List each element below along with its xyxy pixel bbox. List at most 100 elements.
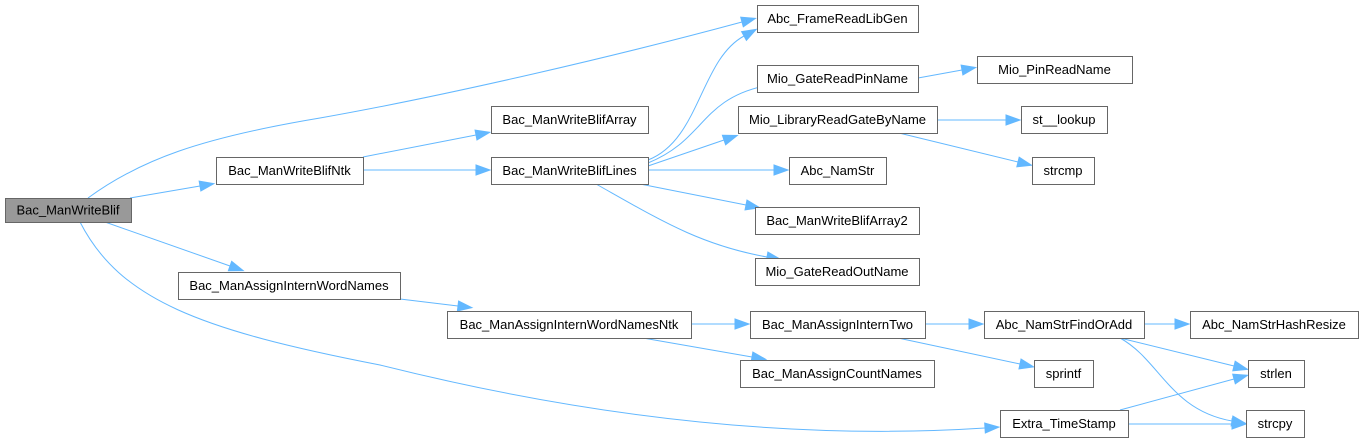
arrowhead-icon — [1232, 373, 1249, 385]
edge-Bac_ManWriteBlifLines-to-Bac_ManWriteBlifArray2 — [639, 183, 762, 211]
edge-line — [399, 298, 459, 307]
node-box — [1034, 360, 1094, 388]
edge-line — [917, 69, 963, 79]
node-box — [447, 311, 692, 339]
edge-Bac_ManWriteBlif-to-Bac_ManWriteBlifNtk — [129, 180, 216, 199]
function-node[interactable]: Bac_ManWriteBlifLines — [491, 157, 649, 185]
node-label: Bac_ManAssignInternTwo — [762, 317, 913, 332]
function-node[interactable]: Mio_GateReadPinName — [757, 65, 919, 93]
nodes-layer: Bac_ManWriteBlif Abc_FrameReadLibGenMio_G… — [5, 5, 1359, 438]
edge-Abc_NamStrFindOrAdd-to-Abc_NamStrHashResize — [1144, 318, 1191, 330]
node-label: Extra_TimeStamp — [1012, 416, 1116, 431]
node-box — [984, 311, 1145, 339]
node-box — [750, 311, 926, 339]
root-node[interactable]: Bac_ManWriteBlif — [5, 198, 132, 223]
node-label: Bac_ManAssignInternWordNames — [189, 278, 389, 293]
node-label: strcpy — [1258, 416, 1293, 431]
arrowhead-icon — [968, 318, 985, 330]
function-node[interactable]: Abc_NamStr — [789, 157, 887, 185]
node-label: Bac_ManAssignInternWordNamesNtk — [460, 317, 679, 332]
node-label: Bac_ManWriteBlifArray — [502, 112, 637, 127]
node-box — [740, 360, 935, 388]
edge-Bac_ManAssignInternWordNames-to-Bac_ManAssignInternWordNamesNtk — [399, 298, 474, 312]
arrowhead-icon — [960, 64, 978, 76]
arrowhead-icon — [984, 422, 1001, 434]
edge-line — [639, 183, 747, 206]
arrowhead-icon — [456, 300, 474, 312]
edge-Extra_TimeStamp-to-strlen — [1119, 373, 1249, 411]
edge-Bac_ManWriteBlifLines-to-Abc_FrameReadLibGen — [647, 28, 758, 161]
function-node[interactable]: Abc_NamStrFindOrAdd — [984, 311, 1145, 339]
node-box — [1032, 157, 1095, 185]
node-label: Bac_ManAssignCountNames — [752, 366, 922, 381]
edge-Bac_ManAssignInternTwo-to-sprintf — [897, 337, 1036, 370]
edge-Bac_ManWriteBlifLines-to-Mio_GateReadOutName — [595, 183, 783, 263]
function-node[interactable]: Bac_ManWriteBlifArray2 — [755, 207, 920, 235]
function-node[interactable]: Bac_ManWriteBlifArray — [491, 106, 649, 134]
edge-line — [1119, 337, 1233, 422]
node-label: Mio_PinReadName — [998, 62, 1111, 77]
edge-line — [897, 337, 1021, 365]
edge-line — [87, 21, 743, 199]
function-node[interactable]: strcmp — [1032, 157, 1095, 185]
edge-Mio_GateReadPinName-to-Mio_PinReadName — [917, 64, 978, 79]
node-label: st__lookup — [1033, 112, 1096, 127]
function-node[interactable]: strlen — [1248, 360, 1305, 388]
edge-Bac_ManWriteBlif-to-Bac_ManAssignInternWordNames — [104, 221, 245, 272]
arrowhead-icon — [721, 134, 739, 146]
function-node[interactable]: Bac_ManAssignCountNames — [740, 360, 935, 388]
node-box — [1248, 360, 1305, 388]
arrowhead-icon — [773, 164, 790, 176]
edge-line — [647, 139, 725, 167]
node-box — [1000, 410, 1129, 438]
function-node[interactable]: Bac_ManAssignInternWordNamesNtk — [447, 311, 692, 339]
edge-line — [104, 221, 231, 267]
function-node[interactable]: Mio_PinReadName — [977, 56, 1133, 84]
edge-Bac_ManWriteBlif-to-Extra_TimeStamp — [79, 221, 1001, 434]
arrowhead-icon — [1005, 114, 1022, 126]
node-box — [5, 198, 132, 223]
edge-line — [642, 337, 753, 358]
node-box — [755, 258, 920, 286]
node-box — [491, 106, 649, 134]
arrowhead-icon — [740, 28, 758, 42]
arrowhead-icon — [1016, 156, 1034, 168]
function-node[interactable]: Abc_NamStrHashResize — [1190, 311, 1359, 339]
edge-Abc_NamStrFindOrAdd-to-strcpy — [1119, 337, 1248, 427]
edge-line — [1119, 378, 1235, 411]
node-box — [757, 5, 919, 33]
node-box — [1021, 106, 1108, 134]
node-label: Bac_ManWriteBlifArray2 — [766, 213, 907, 228]
node-box — [491, 157, 649, 185]
function-node[interactable]: strcpy — [1246, 410, 1305, 438]
function-node[interactable]: Extra_TimeStamp — [1000, 410, 1129, 438]
arrowhead-icon — [734, 318, 751, 330]
function-node[interactable]: sprintf — [1034, 360, 1094, 388]
edge-Extra_TimeStamp-to-strcpy — [1128, 418, 1248, 430]
node-label: Abc_FrameReadLibGen — [767, 11, 907, 26]
arrowhead-icon — [740, 16, 757, 28]
node-box — [178, 272, 401, 300]
arrowhead-icon — [1174, 318, 1191, 330]
arrowhead-icon — [198, 180, 216, 192]
node-box — [755, 207, 920, 235]
node-box — [1190, 311, 1359, 339]
function-node[interactable]: Bac_ManAssignInternWordNames — [178, 272, 401, 300]
function-node[interactable]: Mio_GateReadOutName — [755, 258, 920, 286]
arrowhead-icon — [1232, 360, 1250, 372]
edge-Bac_ManAssignInternTwo-to-Abc_NamStrFindOrAdd — [925, 318, 985, 330]
function-node[interactable]: Bac_ManWriteBlifNtk — [216, 157, 364, 185]
function-node[interactable]: Mio_LibraryReadGateByName — [738, 106, 938, 134]
node-label: Bac_ManWriteBlifNtk — [228, 163, 351, 178]
function-node[interactable]: Abc_FrameReadLibGen — [757, 5, 919, 33]
edge-Bac_ManWriteBlif-to-Abc_FrameReadLibGen — [87, 16, 757, 199]
node-box — [216, 157, 364, 185]
function-node[interactable]: Bac_ManAssignInternTwo — [750, 311, 926, 339]
function-node[interactable]: st__lookup — [1021, 106, 1108, 134]
edge-Bac_ManAssignInternWordNamesNtk-to-Bac_ManAssignInternTwo — [691, 318, 751, 330]
arrowhead-icon — [227, 260, 245, 272]
edge-line — [129, 185, 201, 199]
edge-Mio_LibraryReadGateByName-to-st__lookup — [937, 114, 1022, 126]
node-label: Bac_ManWriteBlif — [16, 203, 119, 218]
node-label: strcmp — [1044, 163, 1083, 178]
